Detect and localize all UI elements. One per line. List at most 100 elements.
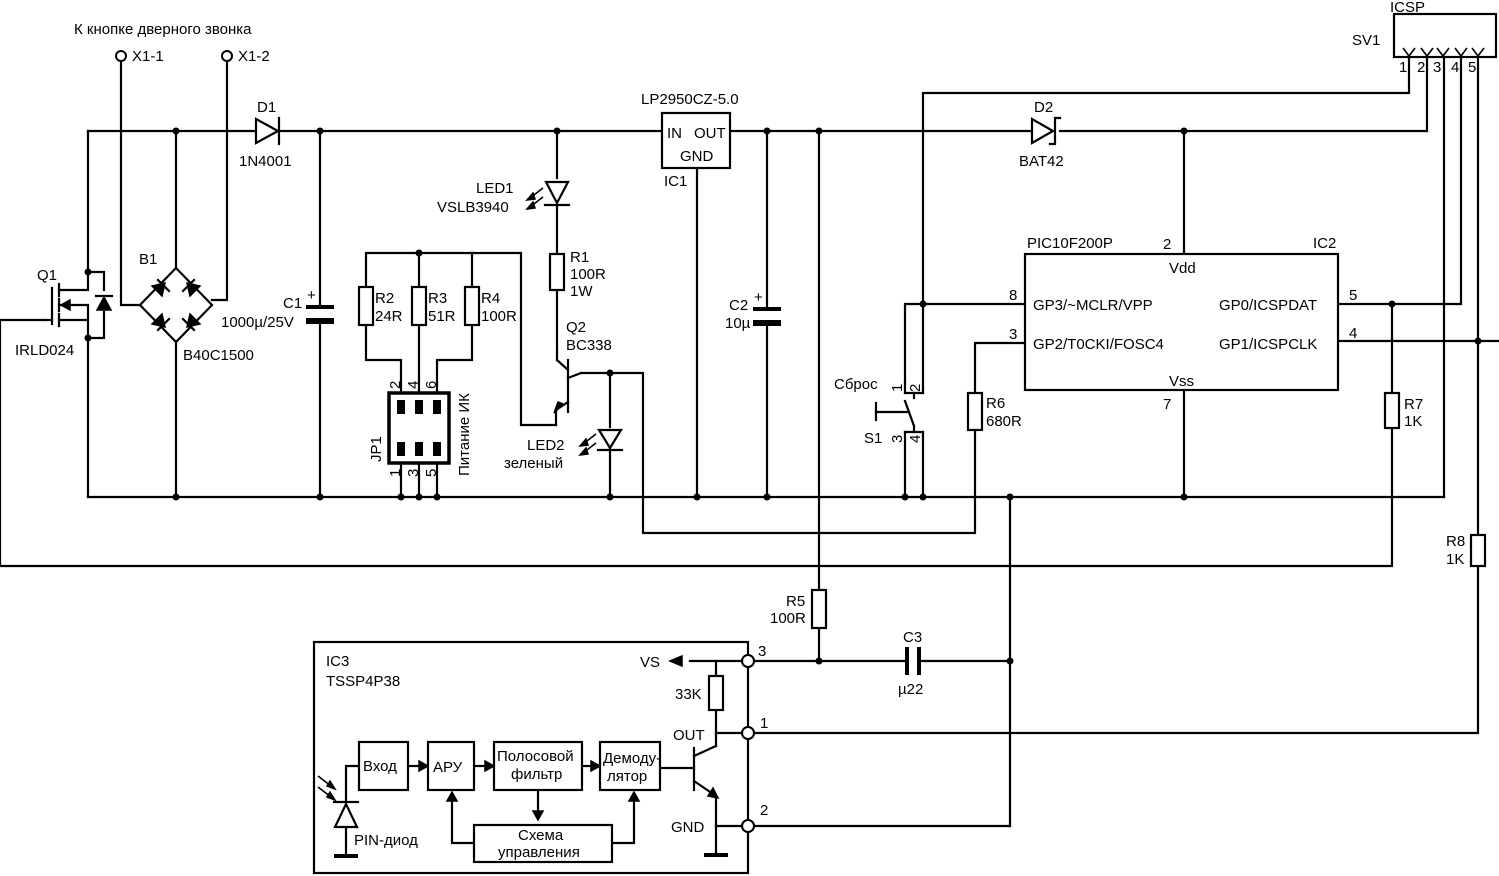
x1-2-terminal xyxy=(221,50,233,62)
icsp-pin-3: 3 xyxy=(1433,59,1441,76)
ic2-pin-vdd: 2 xyxy=(1163,236,1171,253)
ic3-block-demodulator xyxy=(598,740,662,792)
doorbell-label: К кнопке дверного звонка xyxy=(74,21,252,38)
ic2-gp0: GP0/ICSPDAT xyxy=(1219,297,1317,314)
ic3-gnd-label: GND xyxy=(671,819,705,836)
ic2-pin-vss: 7 xyxy=(1163,396,1171,413)
ic3-pin1-terminal xyxy=(741,726,755,740)
ic1-in: IN xyxy=(667,125,682,142)
c3-capacitor xyxy=(905,647,921,675)
ic2-vss: Vss xyxy=(1169,373,1194,390)
ic3-block-control-line1: Схема xyxy=(518,827,564,844)
ic1-gnd: GND xyxy=(680,148,714,165)
icsp-pin-4: 4 xyxy=(1451,59,1459,76)
jp1-pin-5: 5 xyxy=(423,469,440,477)
ic1-ref: IC1 xyxy=(664,173,687,190)
r7-resistor xyxy=(1383,391,1401,430)
jp1-pin-6: 6 xyxy=(423,381,440,389)
c1-value: 1000µ/25V xyxy=(221,314,294,331)
jp1-jumper xyxy=(387,391,451,465)
ic3-pin2-label: 2 xyxy=(760,802,768,819)
ic1-regulator xyxy=(660,111,732,170)
r3-resistor xyxy=(410,285,428,327)
ic3-pin3-terminal xyxy=(741,654,755,668)
c2-value: 10µ xyxy=(725,315,751,332)
ic3-pin2-terminal xyxy=(741,819,755,833)
ic3-vs-label: VS xyxy=(640,654,660,671)
r1-ref: R1 xyxy=(570,249,589,266)
icsp-pin-1: 1 xyxy=(1399,59,1407,76)
led2-ref: LED2 xyxy=(527,437,565,454)
ic2-part: PIC10F200P xyxy=(1027,235,1113,252)
ic3-block-input-label: Вход xyxy=(363,758,397,775)
r5-resistor xyxy=(810,588,828,630)
ic1-part: LP2950CZ-5.0 xyxy=(641,91,739,108)
jp1-pin-1: 1 xyxy=(387,469,404,477)
r2-resistor xyxy=(357,285,375,327)
r7-value: 1K xyxy=(1404,413,1422,430)
r2-value: 24R xyxy=(375,308,403,325)
d2-part: BAT42 xyxy=(1019,153,1064,170)
ic2-pin-gp0: 5 xyxy=(1349,287,1357,304)
junction-dots xyxy=(84,127,1482,665)
ic3-ref: IC3 xyxy=(326,653,349,670)
ic3-r-label: 33K xyxy=(675,686,702,703)
jp1-pin-2: 2 xyxy=(387,381,404,389)
wires xyxy=(0,55,1499,828)
x1-1-terminal xyxy=(115,50,127,62)
ic3-block-demod-line2: лятор xyxy=(607,768,647,785)
led1-diode xyxy=(525,180,571,210)
d1-ref: D1 xyxy=(257,99,276,116)
icsp-pin-2: 2 xyxy=(1417,59,1425,76)
led1-part: VSLB3940 xyxy=(437,199,509,216)
led2-part: зеленый xyxy=(504,455,563,472)
c2-capacitor xyxy=(753,307,781,326)
r3-ref: R3 xyxy=(428,290,447,307)
ic3-internal-wires xyxy=(317,654,744,858)
x1-1-label: X1-1 xyxy=(132,48,164,65)
d2-diode xyxy=(1030,116,1062,146)
b1-ref: B1 xyxy=(139,251,157,268)
q2-transistor xyxy=(553,350,583,427)
ic3-block-control-line2: управления xyxy=(498,844,580,861)
q2-part: BC338 xyxy=(566,337,612,354)
icsp-pin-5: 5 xyxy=(1468,59,1476,76)
ic3-block-control xyxy=(472,823,614,864)
r3-value: 51R xyxy=(428,308,456,325)
s1-pin-3: 3 xyxy=(889,435,906,443)
ic1-out: OUT xyxy=(694,125,726,142)
q1-mosfet xyxy=(43,270,114,340)
r4-ref: R4 xyxy=(481,290,500,307)
ic3-pullup-resistor xyxy=(707,674,725,712)
ic3-block-bandpass xyxy=(492,740,584,792)
ic3-block-demod-line1: Демоду- xyxy=(603,750,661,767)
q1-part: IRLD024 xyxy=(15,342,74,359)
ic2-pin-gp2: 3 xyxy=(1009,326,1017,343)
ic2-vdd: Vdd xyxy=(1169,260,1196,277)
r4-value: 100R xyxy=(481,308,517,325)
ic2-pin-gp3: 8 xyxy=(1009,287,1017,304)
r8-ref: R8 xyxy=(1446,533,1465,550)
r1-resistor xyxy=(548,252,566,292)
r4-resistor xyxy=(463,285,481,327)
s1-reset-switch[interactable] xyxy=(874,381,925,434)
s1-label: Сброс xyxy=(834,376,878,393)
ic3-block-input xyxy=(357,740,410,792)
jp1-pin-3: 3 xyxy=(405,469,422,477)
r6-ref: R6 xyxy=(986,395,1005,412)
r2-ref: R2 xyxy=(375,290,394,307)
d2-ref: D2 xyxy=(1034,99,1053,116)
s1-pin-4: 4 xyxy=(907,435,924,443)
r8-resistor xyxy=(1469,533,1487,568)
c1-plus: + xyxy=(307,287,316,304)
ic2-pin-gp1: 4 xyxy=(1349,325,1357,342)
ic2-gp3: GP3/~MCLR/VPP xyxy=(1033,297,1153,314)
s1-pin-2: 2 xyxy=(907,384,924,392)
ic3-block-bandpass-line1: Полосовой xyxy=(497,748,574,765)
s1-ref: S1 xyxy=(864,430,882,447)
icsp-connector xyxy=(1392,12,1498,59)
ic3-block-agc-label: АРУ xyxy=(433,759,463,776)
ic3-pin3-label: 3 xyxy=(758,643,766,660)
ic2-microcontroller xyxy=(1023,252,1340,392)
